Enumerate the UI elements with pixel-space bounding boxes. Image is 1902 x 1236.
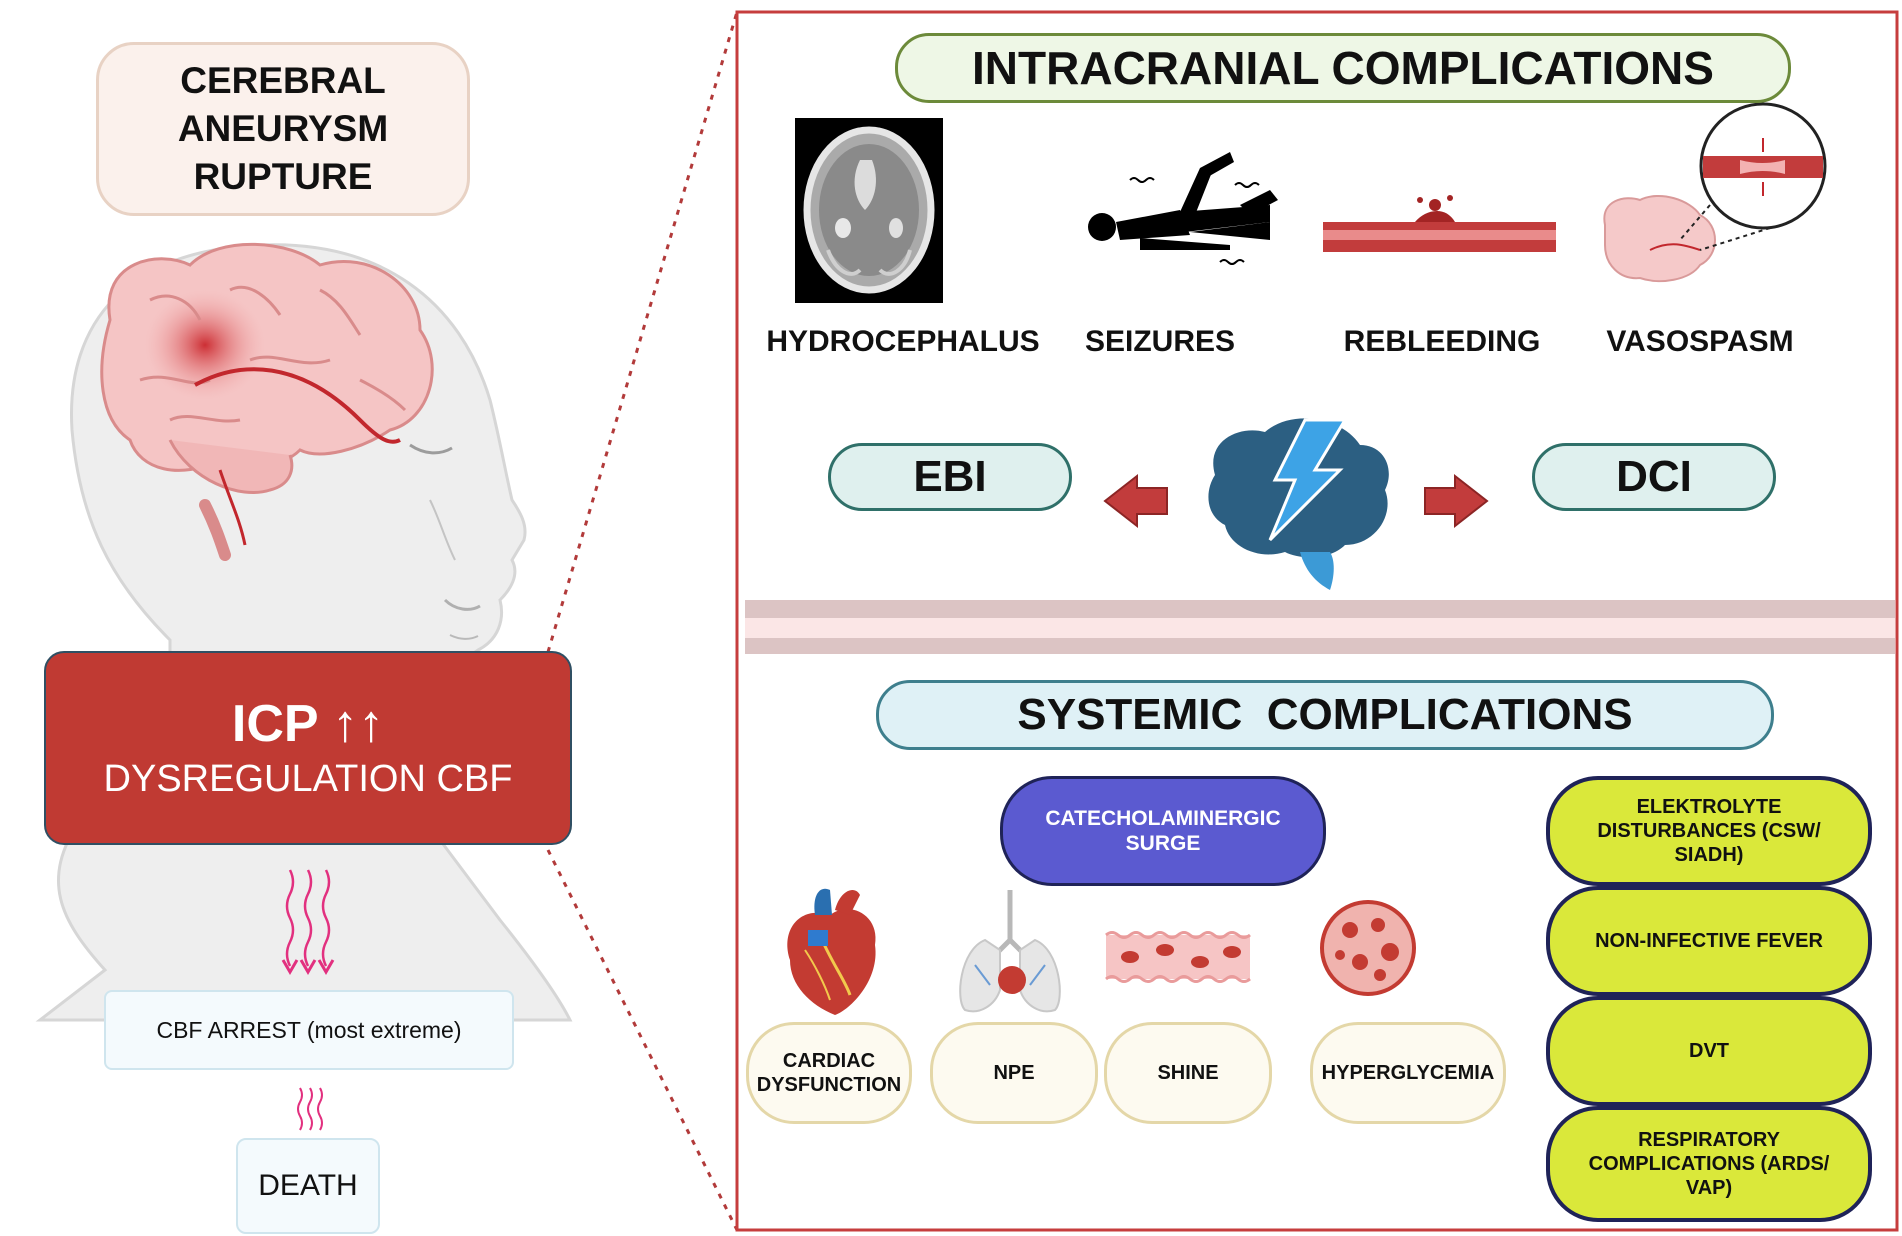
cardiac-line: DYSFUNCTION (756, 1074, 902, 1096)
hydrocephalus-label: HYDROCEPHALUS (766, 325, 1040, 358)
catecholaminergic-line: CATECHOLAMINERGIC (1045, 807, 1281, 830)
heart-icon (787, 888, 876, 1015)
dci-pill: DCI (1532, 443, 1776, 511)
cardiac-dysfunction-pill: CARDIAC DYSFUNCTION (746, 1022, 912, 1124)
catecholaminergic-line: SURGE (1125, 832, 1201, 855)
blood-vessel-icon (1105, 931, 1251, 983)
brain-vessel-constriction-icon (1603, 102, 1827, 283)
electrolyte-line: ELEKTROLYTE (1636, 796, 1782, 818)
electrolyte-line: SIADH) (1674, 844, 1744, 866)
seizure-figure-icon (1088, 152, 1278, 265)
death-label: DEATH (258, 1169, 358, 1202)
cardiac-line: CARDIAC (782, 1050, 876, 1072)
fever-label: NON-INFECTIVE FEVER (1595, 929, 1823, 952)
electrolyte-line: DISTURBANCES (CSW/ (1597, 820, 1821, 842)
hyperglycemia-label: HYPERGLYCEMIA (1321, 1061, 1495, 1084)
systemic-header: SYSTEMIC COMPLICATIONS (876, 680, 1774, 750)
dvt-label: DVT (1689, 1039, 1729, 1062)
seizures-label: SEIZURES (1084, 325, 1236, 358)
rebleeding-label: REBLEEDING (1343, 325, 1541, 358)
small-wavy-arrows-icon (297, 1087, 323, 1131)
intracranial-header: INTRACRANIAL COMPLICATIONS (895, 33, 1791, 103)
aneurysm-title-line: ANEURYSM (177, 108, 389, 149)
intracranial-header-label: INTRACRANIAL COMPLICATIONS (972, 42, 1714, 94)
hyperglycemia-pill: HYPERGLYCEMIA (1310, 1022, 1506, 1124)
systemic-header-label: SYSTEMIC COMPLICATIONS (1017, 690, 1633, 739)
left-arrow-icon (1103, 473, 1168, 529)
electrolyte-disturbances-pill: ELEKTROLYTE DISTURBANCES (CSW/ SIADH) (1546, 776, 1872, 886)
shine-pill: SHINE (1104, 1022, 1272, 1124)
detail-panel-border (735, 10, 1899, 1232)
respiratory-line: VAP) (1685, 1177, 1733, 1199)
ct-scan-image (795, 118, 943, 303)
respiratory-complications-pill: RESPIRATORY COMPLICATIONS (ARDS/ VAP) (1546, 1106, 1872, 1222)
respiratory-line: RESPIRATORY (1638, 1129, 1780, 1151)
cbf-arrest-label: CBF ARREST (most extreme) (156, 1016, 462, 1043)
shine-label: SHINE (1157, 1061, 1219, 1084)
dci-label: DCI (1616, 452, 1692, 501)
aneurysm-title-line: CEREBRAL (180, 60, 386, 101)
brain-illustration (100, 242, 434, 561)
cbf-dysregulation-label: DYSREGULATION CBF (103, 758, 513, 800)
lungs-icon (959, 890, 1061, 1013)
aneurysm-title-line: RUPTURE (193, 156, 373, 197)
dvt-pill: DVT (1546, 996, 1872, 1106)
icp-label: ICP ↑↑ (231, 695, 385, 753)
aneurysm-rupture-box: CEREBRAL ANEURYSM RUPTURE (96, 42, 470, 216)
icp-box: ICP ↑↑ DYSREGULATION CBF (44, 651, 572, 845)
ebi-label: EBI (913, 452, 987, 501)
death-box: DEATH (236, 1138, 380, 1234)
section-divider (745, 600, 1895, 654)
ebi-pill: EBI (828, 443, 1072, 511)
wavy-arrows-icon (281, 869, 335, 975)
brain-lightning-icon (1208, 418, 1389, 590)
catecholaminergic-surge-box: CATECHOLAMINERGIC SURGE (1000, 776, 1326, 886)
non-infective-fever-pill: NON-INFECTIVE FEVER (1546, 886, 1872, 996)
ruptured-vessel-icon (1323, 195, 1556, 252)
right-arrow-icon (1424, 473, 1489, 529)
npe-label: NPE (993, 1061, 1035, 1084)
npe-pill: NPE (930, 1022, 1098, 1124)
respiratory-line: COMPLICATIONS (ARDS/ (1588, 1153, 1830, 1175)
vasospasm-label: VASOSPASM (1606, 325, 1794, 358)
cbf-arrest-box: CBF ARREST (most extreme) (104, 990, 514, 1070)
zoom-connector-lines (546, 11, 739, 1231)
blood-cells-icon (1320, 900, 1416, 996)
